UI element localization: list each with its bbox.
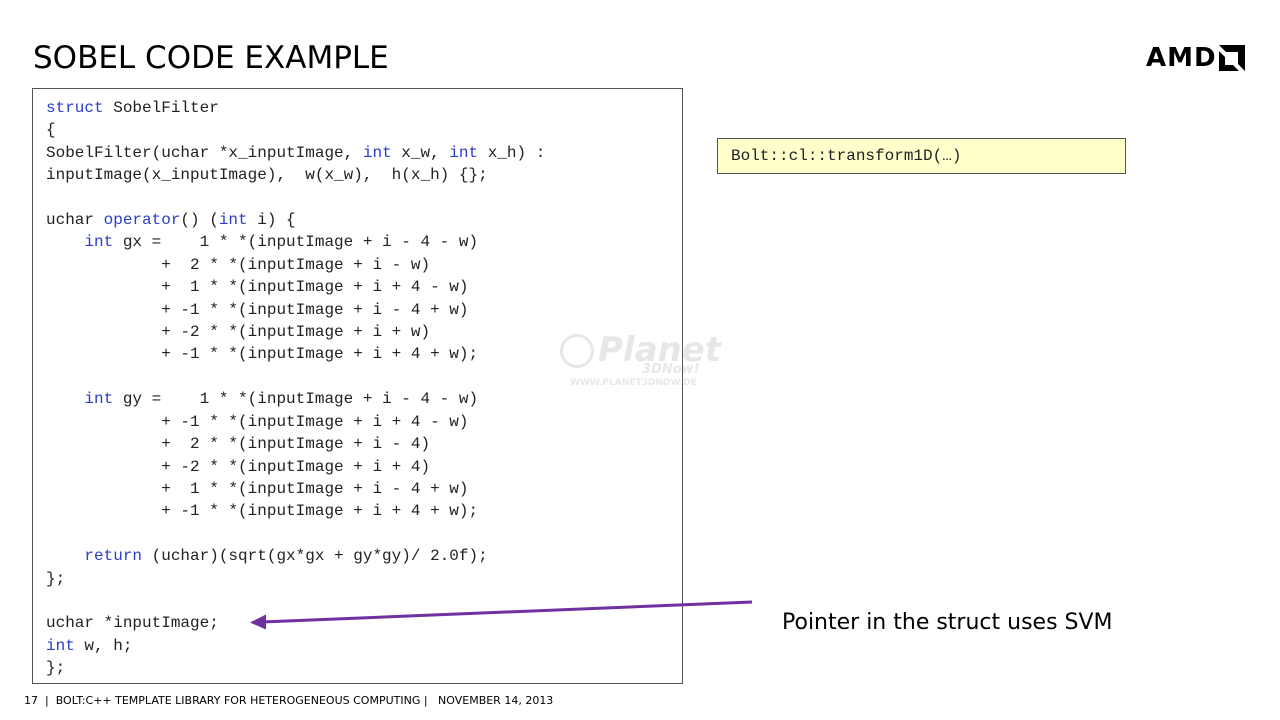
code-token: };: [46, 569, 66, 588]
code-token: uchar: [46, 211, 104, 230]
code-keyword: int: [46, 636, 75, 655]
code-keyword: int: [449, 143, 479, 162]
planet3dnow-watermark: Planet 3DNow! WWW.PLANET3DNOW.DE: [558, 330, 728, 392]
code-keyword: int: [362, 143, 392, 162]
code-token: () (: [180, 211, 219, 230]
svm-callout-text: Pointer in the struct uses SVM: [782, 610, 1113, 635]
code-token: + -1 * *(inputImage + i + 4 - w): [46, 412, 469, 431]
code-token: gx = 1 * *(inputImage + i - 4 - w): [113, 233, 479, 252]
code-token: + -2 * *(inputImage + i + w): [46, 323, 431, 342]
callout-arrow: [250, 600, 753, 630]
code-line: {: [46, 121, 56, 139]
code-token: [46, 547, 84, 565]
code-token: + 2 * *(inputImage + i - 4): [46, 435, 431, 454]
code-keyword: operator: [103, 211, 181, 230]
code-line: + -1 * *(inputImage + i + 4 - w): [46, 413, 468, 431]
slide-footer: 17 | BOLT:C++ TEMPLATE LIBRARY FOR HETER…: [24, 694, 554, 707]
watermark-title: Planet: [598, 330, 722, 370]
code-token: + 1 * *(inputImage + i - 4 + w): [46, 479, 469, 498]
code-token: x_h) :: [478, 143, 546, 162]
code-token: };: [46, 659, 66, 678]
code-token: i) {: [247, 211, 296, 230]
code-line: + -1 * *(inputImage + i + 4 + w);: [46, 502, 478, 520]
code-line: uchar *inputImage;: [46, 614, 219, 632]
watermark-logo-icon: [560, 334, 594, 368]
code-line: + -2 * *(inputImage + i + w): [46, 323, 430, 341]
code-line: + -1 * *(inputImage + i + 4 + w);: [46, 345, 478, 363]
code-line: int gx = 1 * *(inputImage + i - 4 - w): [46, 233, 478, 251]
code-token: x_w,: [391, 143, 450, 162]
code-token: SobelFilter(uchar *x_inputImage,: [46, 143, 363, 162]
code-keyword: int: [84, 390, 114, 409]
code-token: [46, 233, 84, 251]
code-token: + -1 * *(inputImage + i - 4 + w): [46, 300, 469, 319]
code-line: uchar operator() (int i) {: [46, 211, 296, 229]
code-line: int gy = 1 * *(inputImage + i - 4 - w): [46, 390, 478, 408]
code-line: inputImage(x_inputImage), w(x_w), h(x_h)…: [46, 166, 488, 184]
code-line: return (uchar)(sqrt(gx*gx + gy*gy)/ 2.0f…: [46, 547, 488, 566]
code-token: + -1 * *(inputImage + i + 4 + w);: [46, 502, 479, 521]
code-line: + 1 * *(inputImage + i - 4 + w): [46, 480, 468, 498]
code-line: + 2 * *(inputImage + i - w): [46, 256, 430, 274]
amd-logo: AMD: [1146, 44, 1245, 72]
code-token: SobelFilter: [103, 99, 219, 117]
code-keyword: return: [84, 547, 143, 566]
code-token: (uchar)(sqrt(gx*gx + gy*gy)/ 2.0f);: [142, 547, 488, 566]
code-line: struct SobelFilter: [46, 99, 219, 117]
code-token: w, h;: [74, 636, 133, 655]
code-listing: struct SobelFilter { SobelFilter(uchar *…: [46, 97, 545, 680]
code-box: struct SobelFilter { SobelFilter(uchar *…: [32, 88, 683, 684]
code-keyword: int: [84, 233, 114, 252]
code-token: [46, 390, 84, 408]
code-line: + -1 * *(inputImage + i - 4 + w): [46, 301, 468, 319]
watermark-subtitle: 3DNow!: [642, 362, 700, 377]
amd-arrow-icon: [1218, 45, 1245, 71]
code-token: uchar *inputImage;: [46, 614, 219, 633]
code-keyword: struct: [46, 99, 104, 117]
code-line: };: [46, 570, 65, 588]
code-line: SobelFilter(uchar *x_inputImage, int x_w…: [46, 144, 545, 162]
bolt-call-box: Bolt::cl::transform1D(…): [717, 138, 1126, 174]
code-token: + 1 * *(inputImage + i + 4 - w): [46, 278, 469, 297]
code-line: + 2 * *(inputImage + i - 4): [46, 435, 430, 453]
code-token: + -2 * *(inputImage + i + 4): [46, 457, 431, 476]
code-token: + -1 * *(inputImage + i + 4 + w);: [46, 345, 479, 364]
code-line: int w, h;: [46, 637, 132, 655]
code-token: gy = 1 * *(inputImage + i - 4 - w): [113, 390, 479, 409]
watermark-url: WWW.PLANET3DNOW.DE: [570, 378, 697, 388]
code-token: + 2 * *(inputImage + i - w): [46, 255, 431, 274]
code-token: {: [46, 121, 56, 140]
code-line: };: [46, 659, 65, 677]
code-keyword: int: [218, 211, 248, 230]
code-line: + 1 * *(inputImage + i + 4 - w): [46, 278, 468, 296]
amd-logo-text: AMD: [1146, 43, 1217, 73]
slide-title: SOBEL CODE EXAMPLE: [33, 40, 389, 76]
code-line: + -2 * *(inputImage + i + 4): [46, 458, 430, 476]
code-token: inputImage(x_inputImage), w(x_w), h(x_h)…: [46, 166, 488, 185]
